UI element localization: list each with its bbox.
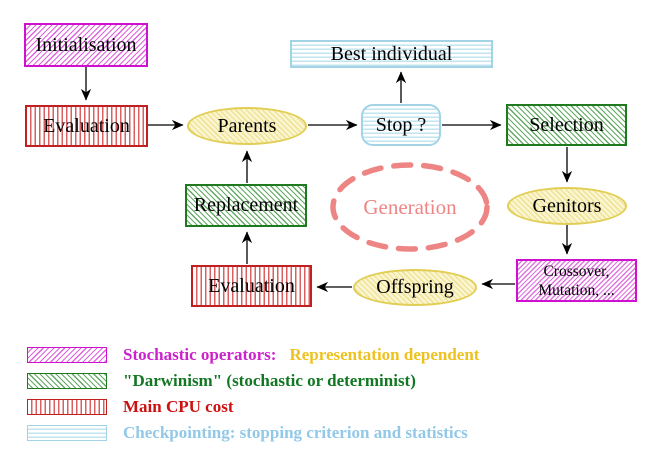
legend-text-stochastic: Stochastic operators: xyxy=(123,345,277,364)
legend-swatch-checkpointing xyxy=(27,425,107,441)
node-crossover-mutation: Crossover, Mutation, ... xyxy=(516,259,637,302)
legend-label-main-cpu-cost: Main CPU cost xyxy=(123,397,234,416)
node-replacement: Replacement xyxy=(185,184,307,227)
node-selection: Selection xyxy=(506,104,627,146)
legend-text-representation: Representation dependent xyxy=(289,345,480,364)
node-evaluation-bottom: Evaluation xyxy=(191,265,312,307)
node-offspring: Offspring xyxy=(353,269,477,306)
legend-label-stochastic-operators: Stochastic operators: Representation depe… xyxy=(123,344,479,366)
node-evaluation-top: Evaluation xyxy=(25,105,148,147)
node-parents: Parents xyxy=(187,107,307,145)
legend-swatch-main-cpu-cost xyxy=(27,399,107,415)
edge-arrows xyxy=(80,67,573,293)
node-best-individual: Best individual xyxy=(290,40,493,68)
generation-label: Generation xyxy=(363,195,457,219)
legend-swatch-darwinism xyxy=(27,373,107,389)
generation-cycle-ellipse xyxy=(330,162,490,252)
node-initialisation: Initialisation xyxy=(24,23,148,67)
crossover-mutation-label: Crossover, Mutation, ... xyxy=(538,262,615,299)
legend-label-darwinism: "Darwinism" (stochastic or determinist) xyxy=(123,371,416,390)
legend-label-checkpointing: Checkpointing: stopping criterion and st… xyxy=(123,423,468,442)
legend-swatch-stochastic-operators xyxy=(27,347,107,363)
node-genitors: Genitors xyxy=(507,187,627,225)
node-stop: Stop ? xyxy=(361,104,441,146)
